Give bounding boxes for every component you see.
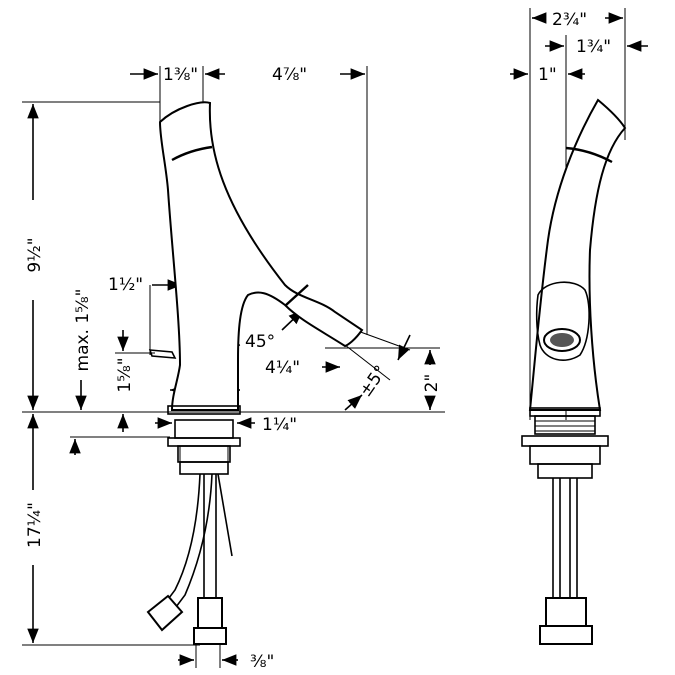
- front-faucet-body: [146, 101, 364, 645]
- dim-shank: 1¼": [155, 415, 297, 435]
- dim-lever-height-label: 1⅝": [115, 357, 135, 392]
- dim-top-right: 4⅞": [272, 65, 365, 85]
- dim-side-offset: 1": [510, 65, 585, 85]
- dim-spout-height-label: 2": [422, 374, 442, 393]
- dim-lever-height: 1⅝": [69, 330, 135, 455]
- side-view: 2¾" 1¾" 1": [510, 8, 648, 645]
- dim-side-total-width-label: 2¾": [552, 10, 587, 30]
- dim-max-lever: max. 1⅝": [73, 289, 93, 410]
- dim-total-height: 9½": [25, 104, 45, 410]
- dim-top-left: 1⅜": [130, 65, 225, 85]
- dim-reach-label: 4¼": [265, 358, 300, 378]
- dim-max-lever-label: max. 1⅝": [73, 289, 93, 372]
- dim-below-deck: 17¼": [25, 414, 45, 643]
- dim-lever-offset-label: 1½": [108, 275, 143, 295]
- side-faucet-body: [521, 98, 627, 645]
- dim-side-back-width: 1¾": [545, 37, 648, 57]
- aerator-icon: [550, 333, 574, 347]
- dim-top-left-label: 1⅜": [163, 65, 198, 85]
- dim-side-back-width-label: 1¾": [576, 37, 611, 57]
- front-view: 1⅜" 4⅞" 9½" max. 1⅝" 1½" 1⅝": [22, 65, 445, 672]
- dim-spout-height: 2": [422, 350, 442, 410]
- dim-side-total-width: 2¾": [532, 10, 623, 30]
- dim-shank-label: 1¼": [262, 415, 297, 435]
- dim-side-offset-label: 1": [538, 65, 557, 85]
- dim-hose-label: ⅜": [250, 652, 274, 672]
- dim-spout-angle-label: 45°: [245, 332, 275, 352]
- dim-hose: ⅜": [178, 652, 274, 672]
- dim-lever-offset: 1½": [108, 275, 182, 295]
- dim-total-height-label: 9½": [25, 237, 45, 272]
- dim-below-deck-label: 17¼": [25, 502, 45, 548]
- dim-top-right-label: 4⅞": [272, 65, 307, 85]
